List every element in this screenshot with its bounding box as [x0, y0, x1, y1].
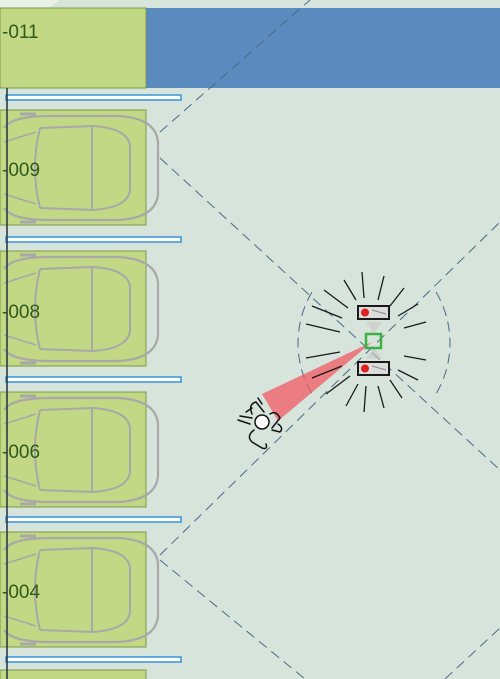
person-icon[interactable] — [237, 397, 283, 450]
camera-icon[interactable] — [357, 305, 390, 320]
parking-space-009[interactable]: -009 — [0, 109, 160, 226]
coverage-guide-lines — [159, 0, 500, 679]
parking-space-006[interactable]: -006 — [0, 391, 160, 508]
parking-space-004[interactable]: -004 — [0, 531, 160, 648]
parking-space-label: -011 — [2, 22, 39, 43]
sensor-cone — [262, 342, 372, 421]
sensor-target-icon[interactable] — [364, 332, 383, 350]
parking-space-label: -009 — [2, 160, 40, 181]
camera-beam — [366, 322, 382, 359]
space-dividers — [5, 94, 182, 663]
parking-space-label: -006 — [2, 442, 40, 463]
parking-space-label: -008 — [2, 302, 40, 323]
roadway — [146, 8, 500, 88]
parking-space-011[interactable]: -011 — [0, 7, 147, 89]
parking-space-label: -004 — [2, 582, 40, 603]
parking-space-008[interactable]: -008 — [0, 250, 160, 367]
motion-rays — [305, 271, 427, 413]
sensor-cluster[interactable] — [305, 271, 427, 413]
camera-icon[interactable] — [357, 361, 390, 376]
parking-space-partial-bottom — [0, 669, 147, 679]
